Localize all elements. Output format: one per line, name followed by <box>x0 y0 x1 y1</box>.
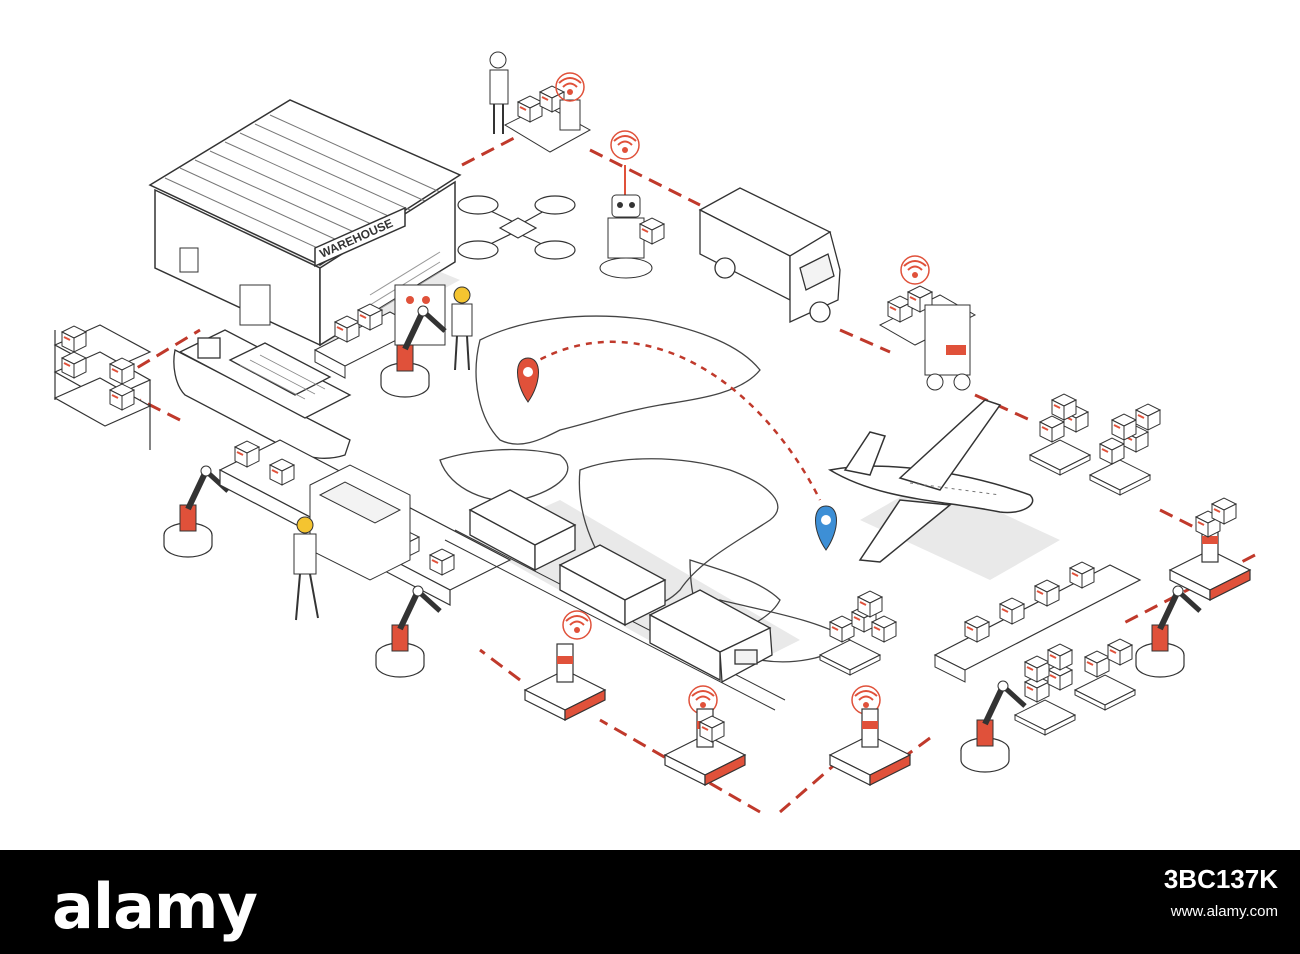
image-id: 3BC137K <box>1163 864 1278 894</box>
robot-icon <box>599 130 665 279</box>
supply-chain-route <box>99 133 1256 814</box>
pallet-boxes-icon <box>819 590 897 676</box>
agv-robot-icon <box>664 685 746 786</box>
packing-line-icon <box>933 561 1200 772</box>
pallet-boxes-icon <box>1029 393 1161 496</box>
site-url[interactable]: www.alamy.com <box>1170 903 1278 920</box>
worker-icon <box>451 286 473 371</box>
alamy-logo: alamy <box>52 870 258 943</box>
robotic-arm-icon <box>164 466 228 557</box>
map-pin-icon <box>517 357 539 403</box>
shelving-rack-icon <box>53 324 152 450</box>
map-pin-icon <box>815 505 837 551</box>
forklift-icon <box>878 255 977 391</box>
flight-path <box>529 340 822 501</box>
freight-train-icon <box>444 489 786 711</box>
pallet-boxes-icon <box>1014 638 1136 736</box>
conveyor-station-icon <box>313 284 473 397</box>
production-line-icon <box>218 439 512 677</box>
agv-robot-icon <box>829 685 911 786</box>
agv-robot-icon <box>524 610 606 721</box>
stock-footer: alamy 3BC137K www.alamy.com <box>0 850 1300 954</box>
stock-meta: 3BC137K www.alamy.com <box>1164 864 1278 920</box>
cargo-ship-icon <box>173 329 352 459</box>
worker-icon <box>293 516 319 621</box>
worker-with-cart <box>489 51 592 153</box>
logistics-isometric-illustration: WAREHOUSE <box>53 51 1256 814</box>
drone-icon <box>457 195 576 260</box>
agv-robot-icon <box>1169 497 1251 601</box>
warehouse-icon: WAREHOUSE <box>148 99 462 347</box>
airplane-icon <box>827 399 1034 563</box>
delivery-van-icon <box>698 187 841 324</box>
